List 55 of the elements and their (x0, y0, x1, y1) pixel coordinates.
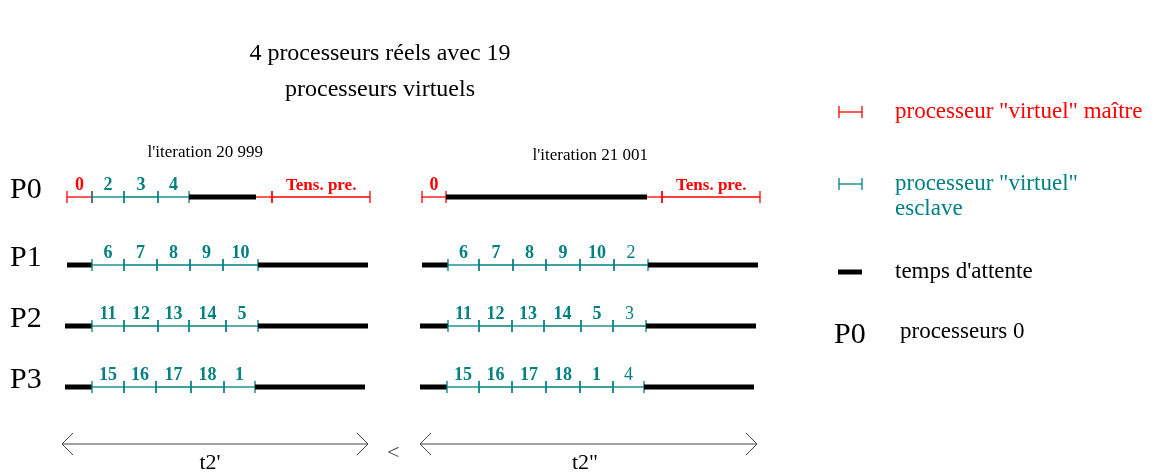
interval-number: Tens. pre. (286, 176, 357, 195)
interval-number: 16 (486, 365, 505, 385)
iteration-heading: l'iteration 20 999 (147, 143, 263, 162)
interval-number: 18 (198, 365, 217, 385)
interval-number: 16 (131, 365, 149, 385)
interval-number: 1 (235, 365, 244, 385)
interval-number: 18 (554, 365, 572, 385)
interval-number: 6 (103, 243, 113, 263)
interval-number: 15 (454, 365, 472, 385)
interval-number: 3 (136, 175, 146, 195)
interval-number: Tens. pre. (676, 176, 747, 195)
iteration-heading: l'iteration 21 001 (532, 146, 648, 165)
legend-text: processeur "virtuel" maître (895, 98, 1144, 124)
interval-number: 5 (237, 304, 247, 324)
processor-label: P1 (10, 239, 42, 272)
interval-number: 12 (132, 304, 150, 324)
interval-number: 11 (455, 304, 472, 324)
interval-number: 5 (592, 304, 602, 324)
processor-label: P0 (10, 171, 42, 204)
interval-number: 13 (519, 304, 537, 324)
interval-number: 6 (459, 243, 468, 263)
interval-number: 14 (198, 304, 217, 324)
comparison-sign: < (387, 440, 400, 465)
interval-number: 8 (169, 243, 178, 263)
interval-number: 8 (525, 243, 534, 263)
interval-number: 3 (625, 304, 634, 324)
interval-number: 10 (231, 243, 250, 263)
interval-number: 10 (588, 243, 606, 263)
interval-number: 11 (99, 304, 117, 324)
interval-number: 14 (553, 304, 572, 324)
subtitle: 4 processeurs réels avec 19 processeurs virtuels (248, 38, 512, 103)
interval-number: 9 (202, 243, 211, 263)
interval-number: 4 (624, 365, 633, 385)
interval-number: 2 (103, 175, 113, 195)
interval-number: 1 (592, 365, 601, 385)
interval-number: 4 (169, 175, 178, 195)
processor-label: P2 (10, 300, 42, 333)
interval-number: 13 (164, 304, 183, 324)
duration-label: t2' (199, 450, 221, 475)
interval-number: 17 (520, 365, 538, 385)
interval-number: 0 (75, 175, 84, 195)
interval-number: 7 (136, 243, 145, 263)
interval-number: 17 (164, 365, 183, 385)
interval-number: 0 (429, 175, 439, 195)
interval-number: 15 (99, 365, 117, 385)
duration-label: t2" (572, 450, 599, 475)
interval-number: 12 (486, 304, 505, 324)
legend-key: P0 (834, 316, 866, 349)
interval-number: 7 (491, 243, 501, 263)
interval-number: 2 (626, 243, 636, 263)
legend-text: processeur "virtuel" esclave (895, 170, 1079, 221)
legend-text: processeurs 0 (900, 318, 1026, 344)
interval-number: 9 (558, 243, 568, 263)
legend-text: temps d'attente (895, 258, 1034, 284)
processor-label: P3 (10, 361, 42, 394)
